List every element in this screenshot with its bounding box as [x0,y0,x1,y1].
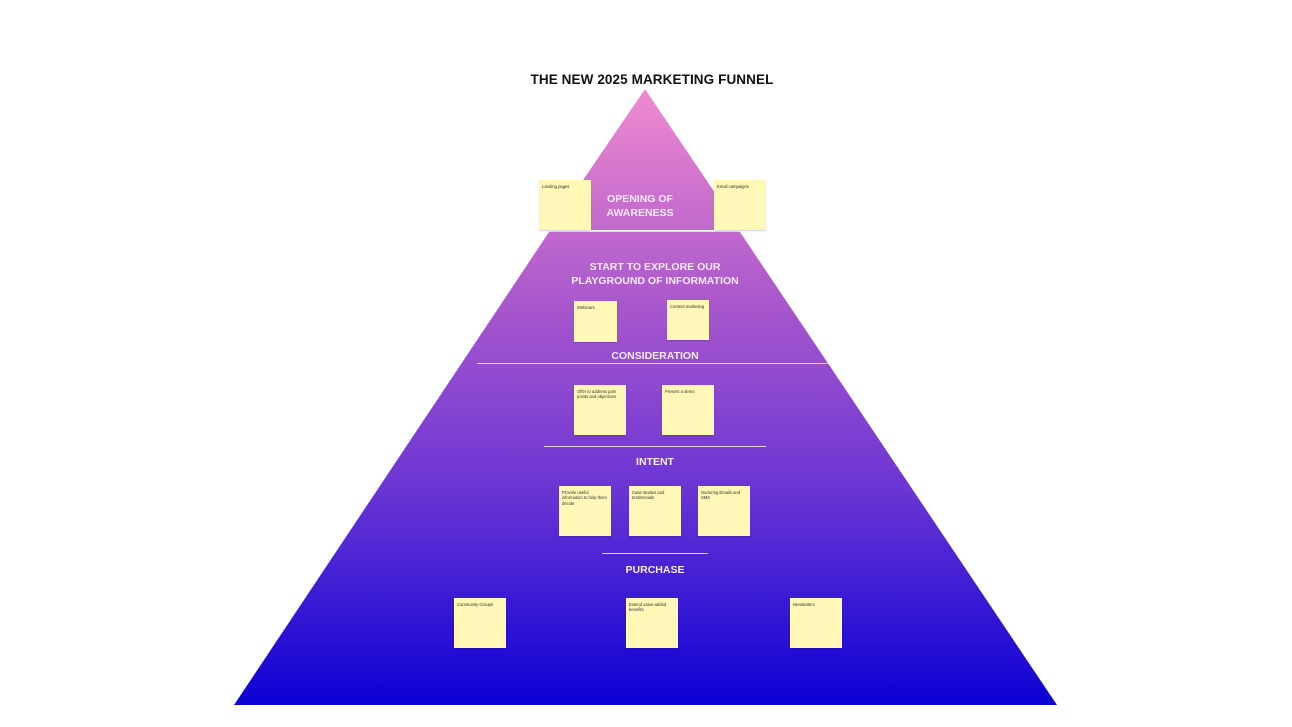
sticky-note[interactable]: Extend value-added benefits [626,598,678,648]
sticky-note[interactable]: Newsletters [790,598,842,648]
stage-label-awareness: OPENING OF AWARENESS [606,193,674,219]
sticky-note[interactable]: Provide useful information to help them … [559,486,611,536]
divider-awareness [549,231,740,232]
stage-label-explore: START TO EXPLORE OUR PLAYGROUND OF INFOR… [571,261,739,287]
sticky-note[interactable]: Nurturing Emails and SMS [698,486,750,536]
stage-label-purchase: PURCHASE [625,564,685,576]
sticky-note[interactable]: Community Groups [454,598,506,648]
funnel-top-section [549,89,740,230]
sticky-note[interactable]: Landing pages [539,180,591,230]
funnel-body-section [234,232,1057,705]
diagram-title: THE NEW 2025 MARKETING FUNNEL [530,72,774,87]
divider-consideration [477,363,829,364]
sticky-note[interactable]: Present a demo [662,385,714,435]
stage-label-consideration: CONSIDERATION [611,350,699,362]
sticky-note[interactable]: Case studies and testimonials [629,486,681,536]
sticky-note[interactable]: Offer to address pain points and objecti… [574,385,626,435]
stage-label-intent: INTENT [636,456,674,468]
sticky-note[interactable]: Content marketing [667,300,709,340]
divider-intent [544,446,766,447]
divider-purchase [602,553,708,554]
sticky-note[interactable]: Webinars [574,301,617,342]
sticky-note[interactable]: Email campaigns [714,180,766,230]
